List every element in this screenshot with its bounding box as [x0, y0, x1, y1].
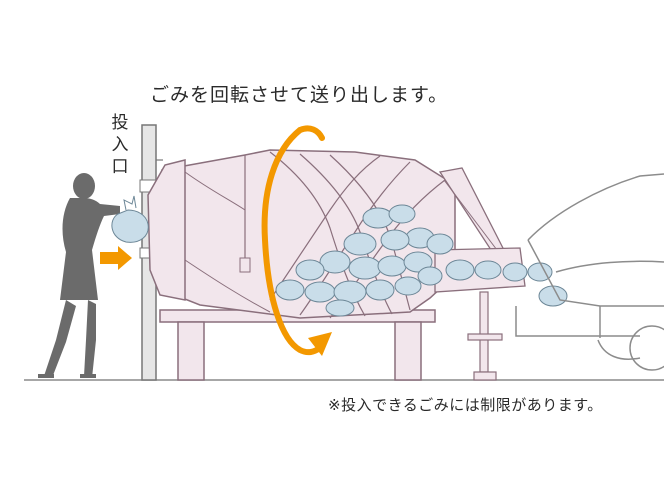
- top-caption: ごみを回転させて送り出します。: [150, 84, 449, 106]
- drum-machine: [147, 149, 526, 381]
- person-figure: [38, 173, 120, 378]
- garbage-truck: [515, 173, 664, 371]
- garbage-bags: [275, 204, 568, 317]
- bottom-note: ※投入できるごみには制限があります。: [328, 396, 603, 414]
- insert-arrow-icon: [100, 246, 132, 270]
- rotation-arrow-icon: [261, 125, 332, 356]
- inlet-label: 投入口: [111, 113, 129, 177]
- held-garbage-bag: [111, 195, 149, 243]
